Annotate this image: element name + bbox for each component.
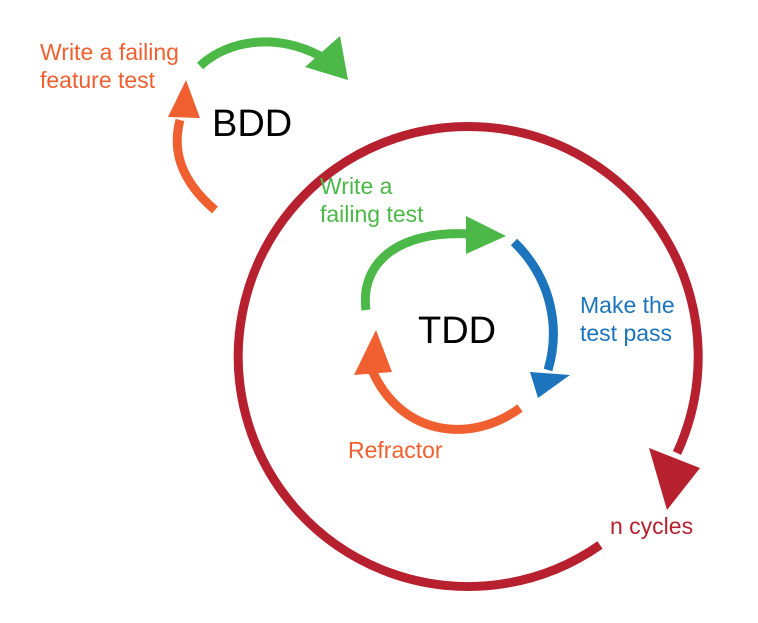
tdd-write-step-line-1: Write a	[320, 173, 393, 199]
tdd-orange-arrowhead	[354, 330, 392, 375]
tdd-pass-step-line-1: Make the	[580, 292, 675, 318]
tdd-green-arrowhead	[466, 216, 506, 254]
tdd-write-step-label: Write a failing test	[320, 172, 424, 228]
tdd-orange-arc	[367, 368, 523, 434]
outer-cycle-arc	[233, 122, 703, 591]
tdd-blue-arrowhead	[530, 372, 570, 398]
tdd-pass-step-line-2: test pass	[580, 320, 673, 347]
bdd-orange-arc	[172, 118, 218, 214]
outer-cycle-arrowhead	[649, 448, 700, 510]
tdd-write-step-line-2: failing test	[320, 201, 424, 228]
bdd-step-label-line-2: feature test	[40, 67, 156, 94]
bdd-green-arc	[196, 37, 323, 70]
tdd-pass-step-label: Make the test pass	[580, 291, 675, 347]
tdd-blue-arc	[510, 238, 558, 372]
outer-cycle-label: n cycles	[610, 513, 694, 539]
tdd-green-arc	[360, 229, 471, 311]
bdd-step-label: Write a failing feature test	[40, 38, 179, 94]
bdd-title: BDD	[212, 103, 293, 145]
tdd-refactor-step-label: Refractor	[348, 437, 443, 463]
bdd-orange-arrowhead	[168, 80, 200, 118]
tdd-title: TDD	[418, 310, 497, 352]
bdd-step-label-line-1: Write a failing	[40, 39, 179, 65]
bdd-green-arrowhead	[305, 36, 348, 80]
